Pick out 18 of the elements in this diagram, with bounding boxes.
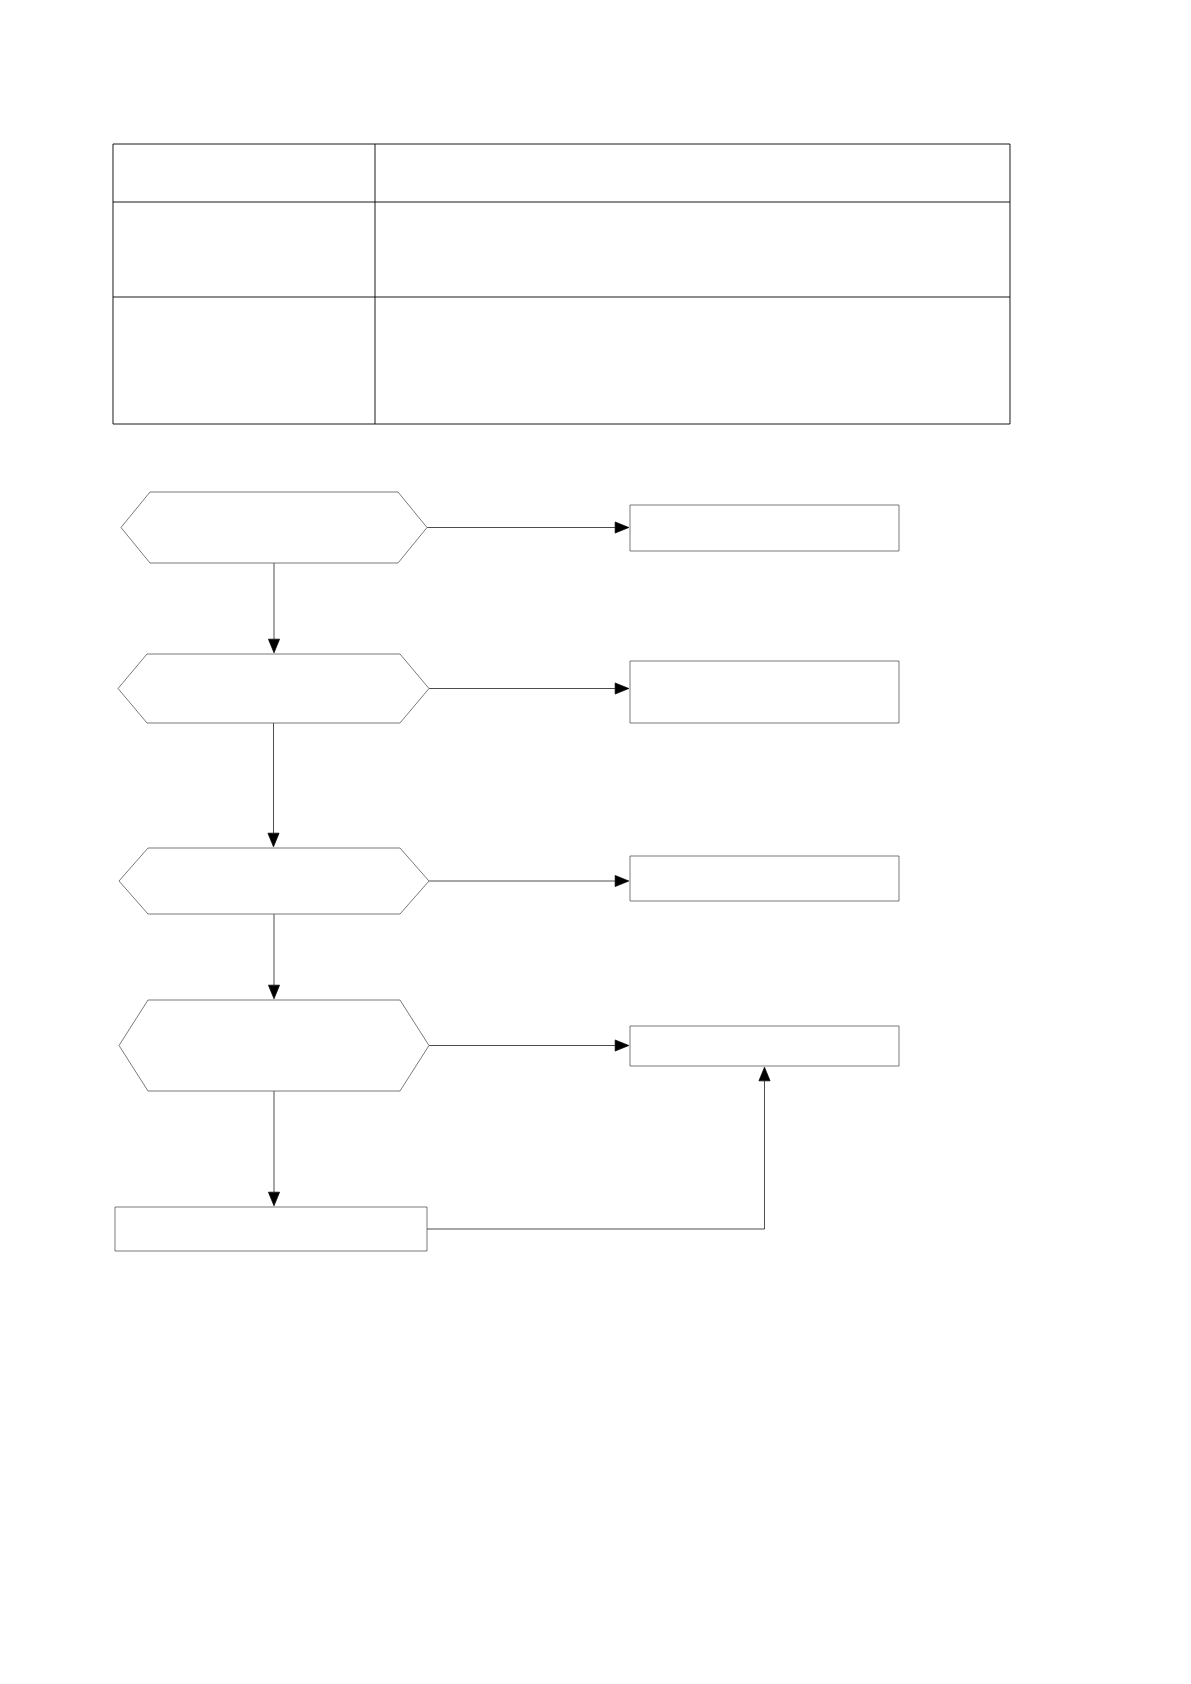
process-box — [629, 660, 900, 724]
arrow — [268, 562, 280, 654]
process-box — [629, 1025, 900, 1067]
hexagon-box — [117, 653, 430, 724]
hexagon-box — [120, 491, 428, 564]
arrow — [267, 722, 280, 848]
arrow — [428, 1039, 630, 1052]
process-box — [114, 1206, 428, 1252]
arrow — [426, 1066, 771, 1230]
arrow — [426, 521, 630, 534]
arrow — [428, 875, 630, 887]
arrow — [268, 913, 280, 1000]
process-box — [629, 855, 900, 902]
arrow — [428, 682, 630, 695]
process-box — [629, 504, 900, 552]
hexagon-box — [118, 847, 430, 915]
arrow — [268, 1090, 280, 1207]
hexagon-box — [118, 999, 430, 1092]
